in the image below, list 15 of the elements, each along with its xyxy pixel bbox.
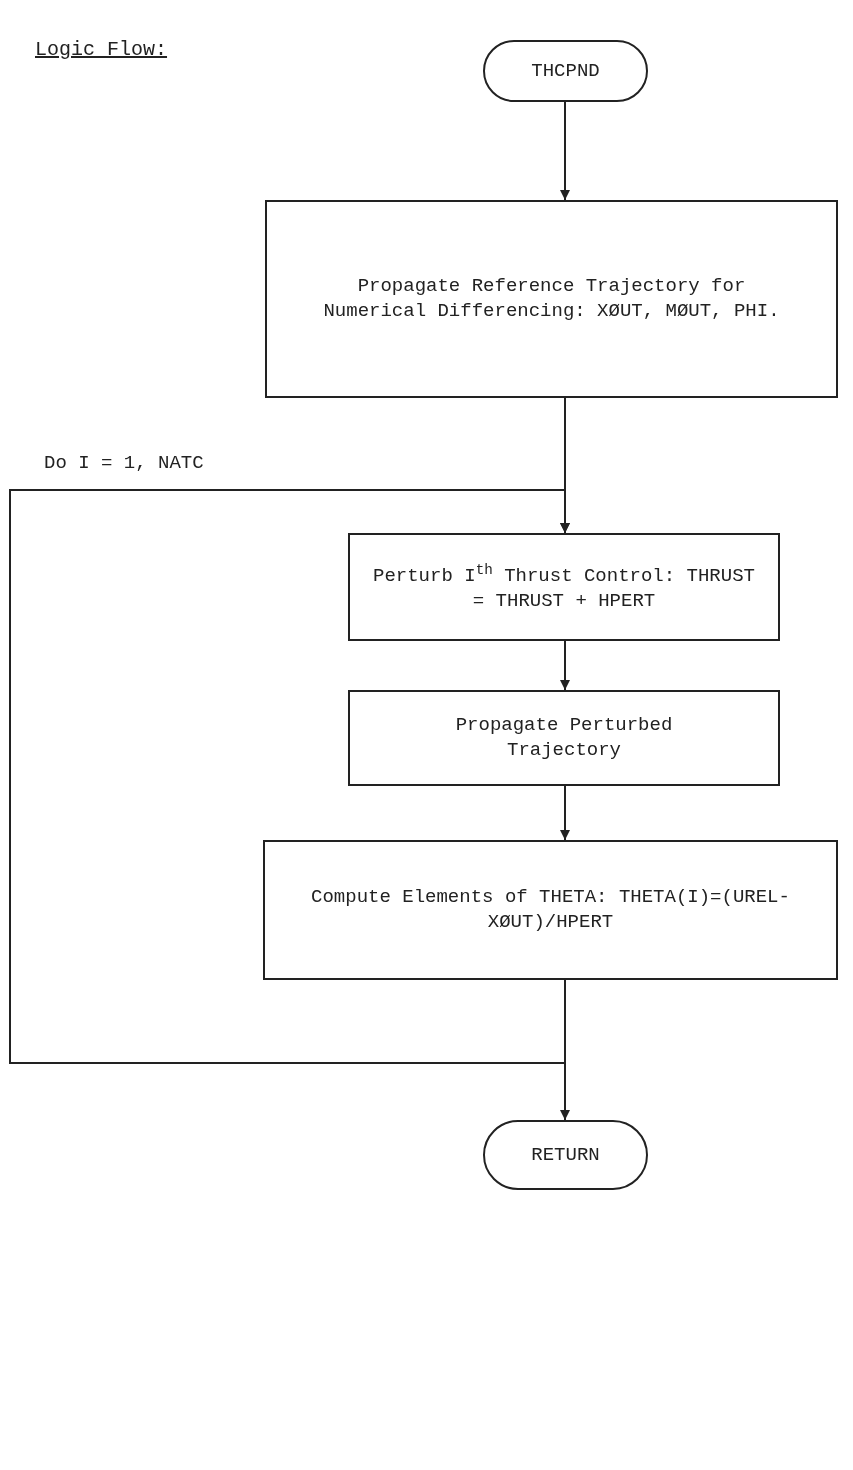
arrow [560, 101, 570, 201]
box-text: Propagate Perturbed Trajectory [454, 713, 674, 763]
arrow [560, 640, 570, 691]
arrow [560, 785, 570, 841]
box-text: Propagate Reference Trajectory for Numerical Differencing: XØUT, MØUT, PHI. [322, 274, 781, 324]
heading: Logic Flow: [35, 38, 168, 61]
box-text: RETURN [531, 1142, 600, 1168]
process-box [265, 200, 838, 398]
box-text: Compute Elements of THETA: THETA(I)=(UREL-XØUT)/HPERT [310, 885, 791, 935]
arrow [9, 489, 570, 1064]
process-box [263, 840, 838, 980]
box-text: THCPND [531, 58, 600, 84]
process-box [348, 533, 780, 641]
process-box [348, 690, 780, 786]
box-text: Perturb I$^{th}$ Thrust Control: THRUST = THRUST + HPERT [372, 560, 756, 614]
